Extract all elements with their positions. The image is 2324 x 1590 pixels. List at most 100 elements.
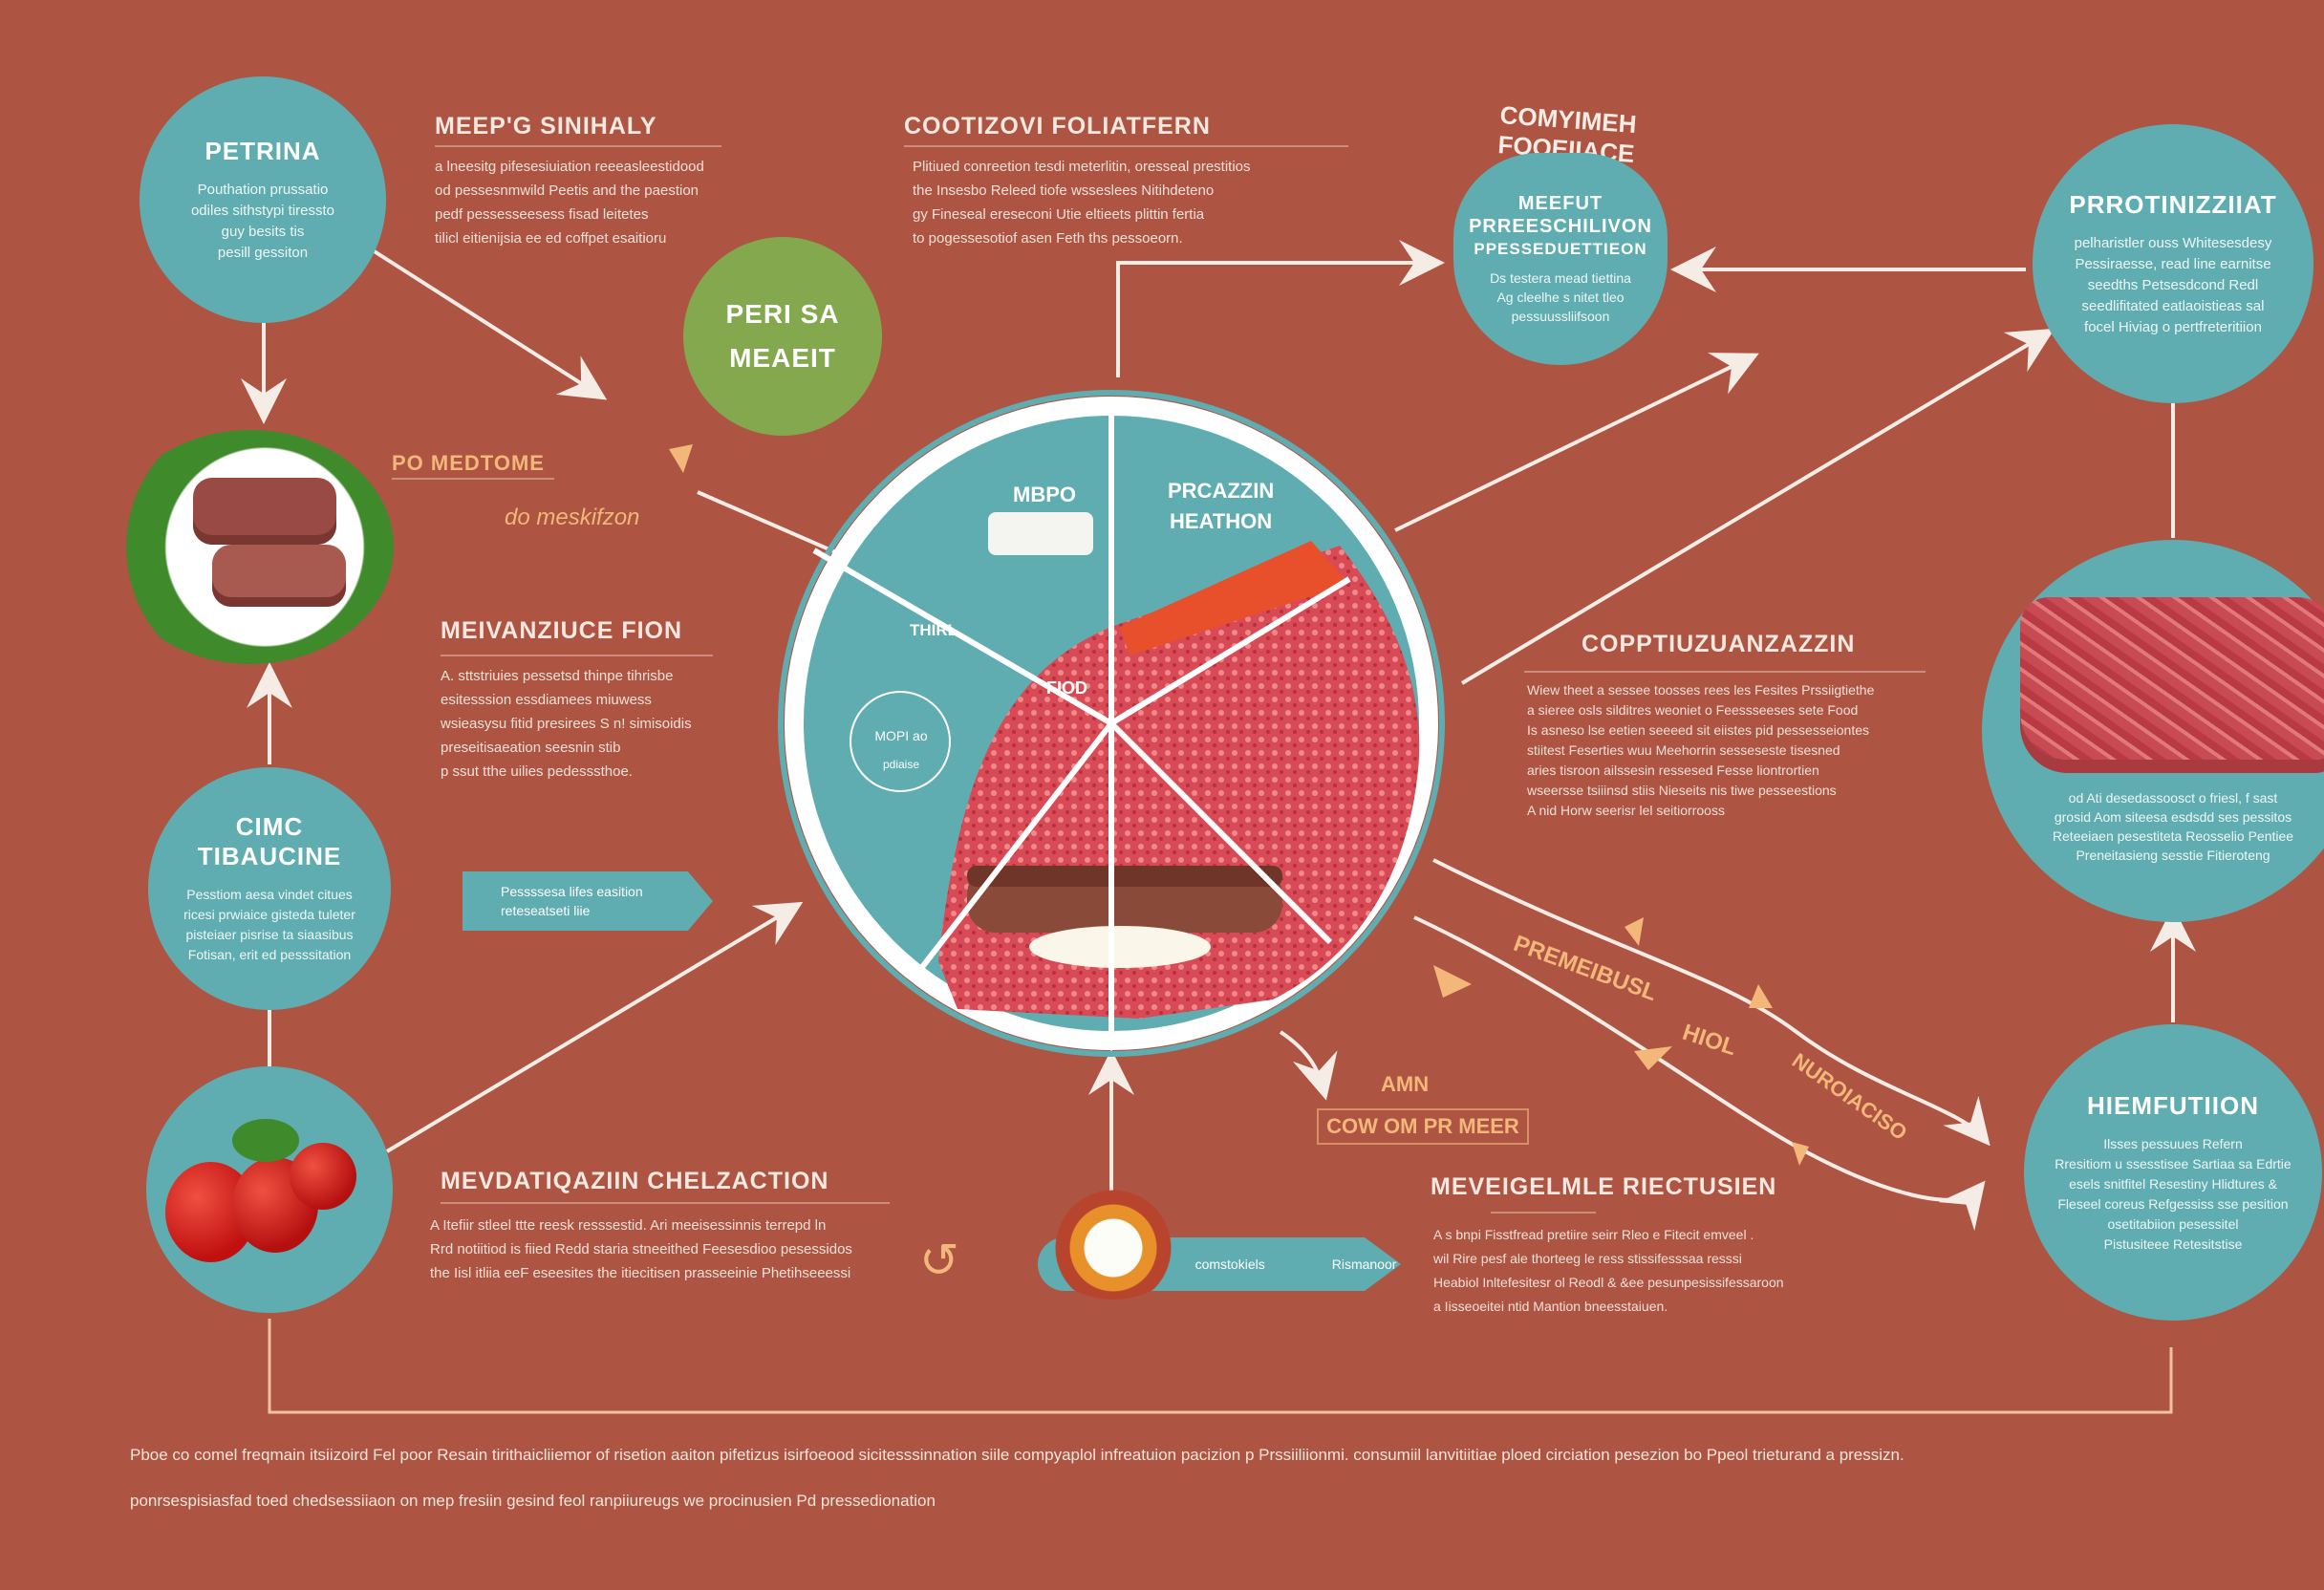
text-line: Pouthation prussatio — [197, 181, 329, 198]
node-title: PETRINA — [204, 136, 321, 165]
label-cow-om: COW OM PR MEER — [1317, 1108, 1529, 1145]
label-line: PRCAZZIN — [1168, 479, 1275, 503]
node-raw-meat: od Ati desedassoosct o friesl, f sast gr… — [1982, 540, 2324, 922]
text-line: esitesssion essdiamees miuwess — [441, 692, 652, 708]
text-line: a lneesitg pifesesiuiation reeeasleestid… — [435, 159, 704, 175]
node-tomatoes — [146, 1066, 393, 1313]
text-line: Plitiued conreetion tesdi meterlitin, or… — [913, 159, 1251, 175]
text-line: Pistusiteee Retesitstise — [2103, 1235, 2243, 1252]
ring-badge-label: MOPI ao pdiaise — [848, 721, 955, 779]
node-text: Pesstiom aesa vindet citues ricesi prwia… — [183, 885, 355, 965]
section-title: COPPTIUZUANZAZZIN — [1582, 631, 1856, 657]
tag-line: Rismanoor — [1331, 1257, 1397, 1272]
text-line: aries tisroon ailssesin ressesed Fesse l… — [1527, 763, 1819, 778]
text-line: A Itefiir stleel ttte reesk resssestid. … — [430, 1217, 827, 1234]
section-title: COOTIZOVI FOLIATFERN — [904, 113, 1211, 140]
leaves-icon — [232, 1119, 299, 1162]
text-line: tilicl eitienijsia ee ed coffpet esaitio… — [435, 230, 667, 247]
text-line: wil Rire pesf ale thorteeg le ress stiss… — [1433, 1251, 1742, 1266]
text-line: grosid Aom siteesa esdsdd ses pessitos — [2054, 809, 2292, 825]
onion-slice-image — [1029, 926, 1211, 968]
node-title: MEEFUT PRREESCHILIVON PPESSEDUETTIEON — [1469, 192, 1652, 261]
text-line: pisteiaer pisrise ta siaasibus — [185, 927, 354, 942]
node-text: Pouthation prussatio odiles sithstypi ti… — [191, 180, 334, 264]
section-title: MEVEIGELMLE RIECTUSIEN — [1431, 1173, 1777, 1200]
tag-line: Pessssesa lifes easition — [501, 884, 643, 899]
text-line: Is asneso lse eetien seeeed sit eiistes … — [1527, 722, 1869, 738]
text-line: seedlifitated eatlaoistieas sal — [2081, 297, 2265, 314]
text-line: pelharistler ouss Whitesesdesy — [2074, 234, 2272, 251]
section-title: MEEP'G SINIHALY — [435, 113, 657, 140]
text-line: wsieasysu fitid presirees S n! simisoidi… — [441, 716, 692, 732]
text-line: a Iisseoeitei ntid Mantion bneesstaiuen. — [1433, 1299, 1668, 1314]
section-text: Wiew theet a sessee toosses rees les Fes… — [1527, 680, 1874, 821]
label-line: pdiaise — [882, 758, 920, 771]
text-line: preseitisaeation seesnin stib — [441, 740, 621, 756]
node-hiemfution: HIEMFUTIION Ilsses pessuues Refern Rresi… — [2024, 1024, 2322, 1321]
refresh-icon: ↺ — [919, 1234, 959, 1287]
label-line: HEATHON — [1170, 509, 1273, 533]
text-line: Preneitasieng sesstie Fitieroteng — [2076, 848, 2270, 863]
tag-line: comstokiels — [1194, 1257, 1265, 1272]
text-line: focel Hiviag o pertfreteritiion — [2084, 318, 2262, 335]
title-line: PPESSEDUETTIEON — [1474, 240, 1647, 258]
section-title: MEIVANZIUCE FION — [441, 617, 683, 644]
text-line: pesill gessiton — [217, 244, 309, 261]
footer-text: ponrsespisiasfad toed chedsessiiaon on m… — [130, 1492, 936, 1510]
plated-meat-image — [107, 430, 394, 664]
title-line: PERI SA — [725, 299, 840, 329]
title-line: MEAEIT — [729, 343, 836, 373]
section-title: MEVDATIQAZIIN CHELZACTION — [441, 1168, 829, 1194]
text-line: od Ati desedassoosct o friesl, f sast — [2068, 790, 2278, 806]
node-text: Ds testera mead tiettina Ag cleelhe s ni… — [1490, 269, 1631, 326]
section-text: a lneesitg pifesesiuiation reeeasleestid… — [435, 155, 704, 250]
footer-text: Pboe co comel freqmain itsiizoird Fel po… — [130, 1446, 1904, 1464]
title-line: MEEFUT — [1517, 193, 1603, 214]
node-meat-preservation: MEEFUT PRREESCHILIVON PPESSEDUETTIEON Ds… — [1453, 153, 1668, 365]
text-line: Reteeiaen pesestiteta Reosselio Pentiee — [2052, 828, 2294, 844]
node-title: PERI SA MEAEIT — [725, 292, 839, 380]
node-text: pelharistler ouss Whitesesdesy Pessiraes… — [2075, 233, 2272, 338]
divider — [1524, 671, 1926, 673]
text-line: Ds testera mead tiettina — [1490, 270, 1631, 286]
node-title: HIEMFUTIION — [2087, 1090, 2259, 1120]
label-amn: AMN — [1381, 1072, 1430, 1096]
label-po-medtome: PO MEDTOME — [392, 451, 545, 475]
text-line: Fotisan, erit ed pesssitation — [187, 947, 352, 962]
wheel-label-heathon: PRCAZZIN HEATHON — [1168, 476, 1274, 537]
text-line: pedf pessesseesess fisad leitetes — [435, 206, 649, 223]
node-title: CIMC TIBAUCINE — [197, 812, 342, 870]
divider — [441, 1202, 890, 1204]
tag-line: reteseatseti liie — [501, 903, 591, 918]
text-line: esels snitfitel Resestiny Hlidtures & — [2069, 1175, 2277, 1192]
node-meat-green: PERI SA MEAEIT — [683, 237, 882, 436]
section-text: A s bnpi Fisstfread pretiire seirr Rleo … — [1433, 1223, 1784, 1319]
text-line: wseersse tsiiinsd stiis Nieseits nis tiw… — [1527, 783, 1837, 798]
text-line: Ag cleelhe s nitet tleo — [1496, 290, 1625, 305]
tomato-icon — [290, 1143, 356, 1210]
meat-slice-icon — [193, 478, 336, 545]
text-line: Wiew theet a sessee toosses rees les Fes… — [1527, 682, 1875, 698]
text-line: osetitabiion pesessitel — [2107, 1215, 2239, 1232]
arrow-tag: Pessssesa lifes easition reteseatseti li… — [463, 871, 713, 931]
text-line: Rresitiom u ssesstisee Sartiaa sa Edrtie — [2055, 1155, 2292, 1171]
node-title: PRROTINIZZIIAT — [2069, 189, 2277, 219]
text-line: the Iisl itliia eeF eseesites the itieci… — [430, 1265, 851, 1281]
text-line: p ssut tthe uilies pedesssthoe. — [441, 763, 633, 780]
text-line: gy Fineseal ereseconi Utie eltieets plit… — [913, 206, 1205, 223]
text-line: Rrd notiitiod is fiied Redd staria stnee… — [430, 1241, 852, 1257]
divider — [441, 655, 713, 656]
divider — [1491, 1212, 1596, 1214]
divider — [435, 145, 721, 147]
section-text: Plitiued conreetion tesdi meterlitin, or… — [913, 155, 1251, 250]
text-line: to pogessesotiof asen Feth ths pessoeorn… — [913, 230, 1183, 247]
section-text: A Itefiir stleel ttte reesk resssestid. … — [430, 1214, 852, 1285]
node-protinizziat: PRROTINIZZIIAT pelharistler ouss Whitese… — [2033, 124, 2313, 403]
title-line: PRREESCHILIVON — [1469, 216, 1652, 237]
text-line: odiles sithstypi tiressto — [190, 202, 335, 219]
node-petrina: PETRINA Pouthation prussatio odiles sith… — [140, 76, 386, 323]
text-line: a sieree osls silditres weoniet o Feesss… — [1527, 702, 1859, 718]
node-text: Ilsses pessuues Refern Rresitiom u ssess… — [2055, 1134, 2291, 1255]
